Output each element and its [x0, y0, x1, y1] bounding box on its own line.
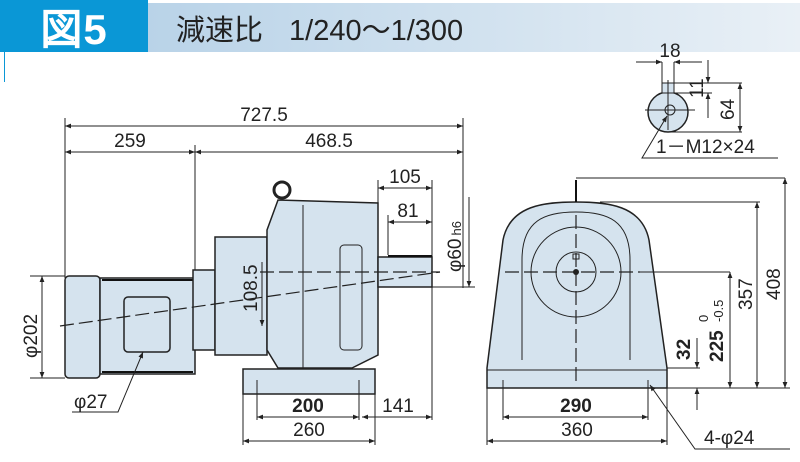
- dim-housing-height: 357: [736, 278, 757, 310]
- shaft-height-tol-upper: 0: [696, 315, 711, 322]
- frame-border: [4, 52, 5, 82]
- input-flange: [214, 236, 268, 356]
- dim-center-offset: 108.5: [241, 264, 262, 312]
- side-foot: [242, 368, 376, 395]
- front-housing: [486, 201, 668, 389]
- dim-foot-thickness: 32: [674, 339, 695, 360]
- eyebolt: [272, 180, 292, 200]
- dim-key-height: 11: [687, 78, 708, 98]
- dim-motor-diameter: φ202: [21, 314, 42, 358]
- front-view: 290 360 4-φ24 32 225 0 -0.5 357 408: [486, 177, 790, 450]
- terminal-box: [123, 296, 171, 353]
- dim-foot-holes: 4-φ24: [704, 428, 755, 449]
- shaft-end-detail: 18 11 64 1－M12×24: [636, 41, 778, 159]
- dim-shaft-length: 105: [389, 167, 421, 188]
- dim-key-width: 18: [659, 41, 680, 62]
- reduction-ratio-value: 1/240～1/300: [289, 14, 464, 47]
- dim-foot-length: 260: [293, 420, 325, 441]
- tapped-hole-spec: 1－M12×24: [656, 137, 755, 158]
- adapter: [192, 269, 216, 351]
- shaft-height-tol-lower: -0.5: [711, 300, 726, 322]
- dim-key-length: 81: [397, 201, 418, 222]
- dim-overall-length: 727.5: [240, 105, 288, 126]
- figure-label: 図5: [0, 0, 148, 53]
- shaft-tolerance: h6: [449, 221, 464, 235]
- dim-overall-height: 408: [764, 268, 785, 300]
- dim-foot-hole-pitch: 200: [292, 396, 324, 417]
- dim-conduit-diameter: φ27: [74, 392, 107, 413]
- fan-cover: [64, 275, 101, 379]
- dim-shaft-height: 225: [707, 330, 728, 362]
- header-band: 減速比 1/240～1/300: [148, 3, 800, 52]
- side-view: 727.5 259 468.5 105 81 φ60h6 108.5 φ202 …: [21, 105, 475, 445]
- dim-motor-length: 259: [114, 131, 146, 152]
- dim-foot-to-shaft-end: 141: [382, 396, 414, 417]
- dim-reducer-length: 468.5: [305, 131, 353, 152]
- dim-foot-width: 360: [561, 420, 593, 441]
- dim-key-to-bottom: 64: [718, 98, 739, 120]
- reduction-ratio-label: 減速比: [176, 14, 264, 47]
- svg-text:φ60h6: φ60h6: [445, 221, 466, 272]
- dim-front-foot-hole-pitch: 290: [560, 396, 592, 417]
- gear-housing: [266, 199, 379, 369]
- dim-shaft-diameter: φ60: [445, 239, 466, 272]
